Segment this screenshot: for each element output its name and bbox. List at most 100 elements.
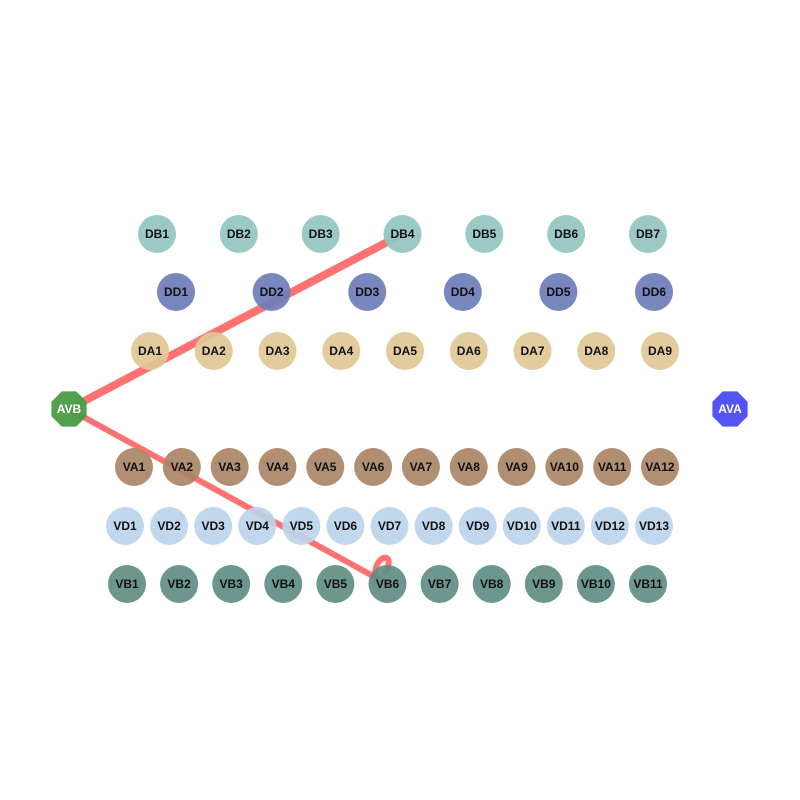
node-ava[interactable]: AVA — [712, 391, 748, 427]
node-vd5[interactable]: VD5 — [282, 507, 321, 545]
node-va11[interactable]: VA11 — [593, 448, 632, 486]
node-label: VB10 — [581, 577, 611, 591]
node-label: DD3 — [355, 285, 379, 299]
node-avb[interactable]: AVB — [51, 391, 87, 427]
node-vd9[interactable]: VD9 — [458, 507, 497, 545]
node-label: AVB — [57, 402, 82, 416]
node-da4[interactable]: DA4 — [322, 332, 361, 370]
node-vb6[interactable]: VB6 — [368, 565, 407, 603]
node-va1[interactable]: VA1 — [115, 448, 153, 486]
node-va9[interactable]: VA9 — [497, 448, 536, 486]
node-vb9[interactable]: VB9 — [524, 565, 563, 603]
node-label: DA3 — [265, 344, 289, 358]
node-vd3[interactable]: VD3 — [194, 507, 233, 545]
node-va6[interactable]: VA6 — [354, 448, 393, 486]
node-circle — [194, 332, 233, 370]
node-db4[interactable]: DB4 — [383, 215, 422, 253]
node-db5[interactable]: DB5 — [465, 215, 504, 253]
node-label: DA5 — [393, 344, 417, 358]
node-label: VB8 — [480, 577, 504, 591]
node-db7[interactable]: DB7 — [629, 215, 667, 253]
node-vd10[interactable]: VD10 — [502, 507, 541, 545]
node-label: VD13 — [639, 519, 669, 533]
node-vb5[interactable]: VB5 — [316, 565, 355, 603]
node-label: VD4 — [246, 519, 270, 533]
node-dd3[interactable]: DD3 — [348, 273, 387, 311]
node-label: DA4 — [329, 344, 353, 358]
node-va3[interactable]: VA3 — [210, 448, 249, 486]
node-vb7[interactable]: VB7 — [420, 565, 459, 603]
node-label: DB5 — [472, 227, 496, 241]
node-da9[interactable]: DA9 — [641, 332, 679, 370]
node-da3[interactable]: DA3 — [258, 332, 297, 370]
node-circle — [513, 332, 552, 370]
node-da1[interactable]: DA1 — [131, 332, 169, 370]
node-db1[interactable]: DB1 — [138, 215, 176, 253]
node-circle — [160, 565, 199, 603]
node-label: DA1 — [138, 344, 162, 358]
node-label: VB11 — [633, 577, 663, 591]
node-va7[interactable]: VA7 — [401, 448, 440, 486]
node-circle — [354, 448, 393, 486]
node-vd1[interactable]: VD1 — [106, 507, 144, 545]
node-va12[interactable]: VA12 — [641, 448, 679, 486]
node-label: DA6 — [457, 344, 481, 358]
node-vd4[interactable]: VD4 — [238, 507, 277, 545]
node-circle — [497, 448, 536, 486]
node-vb8[interactable]: VB8 — [472, 565, 511, 603]
node-label: DA9 — [648, 344, 672, 358]
node-da7[interactable]: DA7 — [513, 332, 552, 370]
node-dd4[interactable]: DD4 — [443, 273, 482, 311]
node-vb2[interactable]: VB2 — [160, 565, 199, 603]
node-circle — [150, 507, 189, 545]
node-circle — [383, 215, 422, 253]
node-vd12[interactable]: VD12 — [590, 507, 629, 545]
node-db6[interactable]: DB6 — [547, 215, 586, 253]
node-va5[interactable]: VA5 — [306, 448, 345, 486]
node-label: VA1 — [123, 460, 146, 474]
node-vb3[interactable]: VB3 — [212, 565, 251, 603]
node-va2[interactable]: VA2 — [162, 448, 201, 486]
node-label: VD7 — [378, 519, 402, 533]
node-label: DD5 — [546, 285, 570, 299]
node-circle — [590, 507, 629, 545]
node-circle — [370, 507, 409, 545]
node-da8[interactable]: DA8 — [577, 332, 616, 370]
node-label: DB6 — [554, 227, 578, 241]
node-vb10[interactable]: VB10 — [576, 565, 615, 603]
node-label: DA8 — [584, 344, 608, 358]
node-db3[interactable]: DB3 — [301, 215, 340, 253]
node-vd8[interactable]: VD8 — [414, 507, 453, 545]
node-db2[interactable]: DB2 — [219, 215, 258, 253]
node-circle — [545, 448, 584, 486]
node-va10[interactable]: VA10 — [545, 448, 584, 486]
node-vd7[interactable]: VD7 — [370, 507, 409, 545]
node-dd6[interactable]: DD6 — [635, 273, 673, 311]
node-label: DD4 — [451, 285, 475, 299]
node-da6[interactable]: DA6 — [449, 332, 488, 370]
node-vd13[interactable]: VD13 — [635, 507, 673, 545]
node-va8[interactable]: VA8 — [449, 448, 488, 486]
node-vb4[interactable]: VB4 — [264, 565, 303, 603]
node-vd6[interactable]: VD6 — [326, 507, 365, 545]
node-dd2[interactable]: DD2 — [252, 273, 291, 311]
node-da5[interactable]: DA5 — [386, 332, 424, 370]
node-label: DD6 — [642, 285, 666, 299]
node-vb1[interactable]: VB1 — [108, 565, 146, 603]
node-label: VB7 — [428, 577, 452, 591]
node-dd5[interactable]: DD5 — [539, 273, 578, 311]
node-label: VA9 — [505, 460, 528, 474]
node-circle — [264, 565, 303, 603]
node-dd1[interactable]: DD1 — [157, 273, 195, 311]
node-label: VB9 — [532, 577, 556, 591]
node-vd2[interactable]: VD2 — [150, 507, 189, 545]
node-circle — [472, 565, 511, 603]
node-vd11[interactable]: VD11 — [546, 507, 585, 545]
node-vb11[interactable]: VB11 — [629, 565, 667, 603]
node-va4[interactable]: VA4 — [258, 448, 297, 486]
node-label: DD2 — [260, 285, 284, 299]
node-circle — [115, 448, 153, 486]
node-da2[interactable]: DA2 — [194, 332, 233, 370]
node-circle — [386, 332, 424, 370]
